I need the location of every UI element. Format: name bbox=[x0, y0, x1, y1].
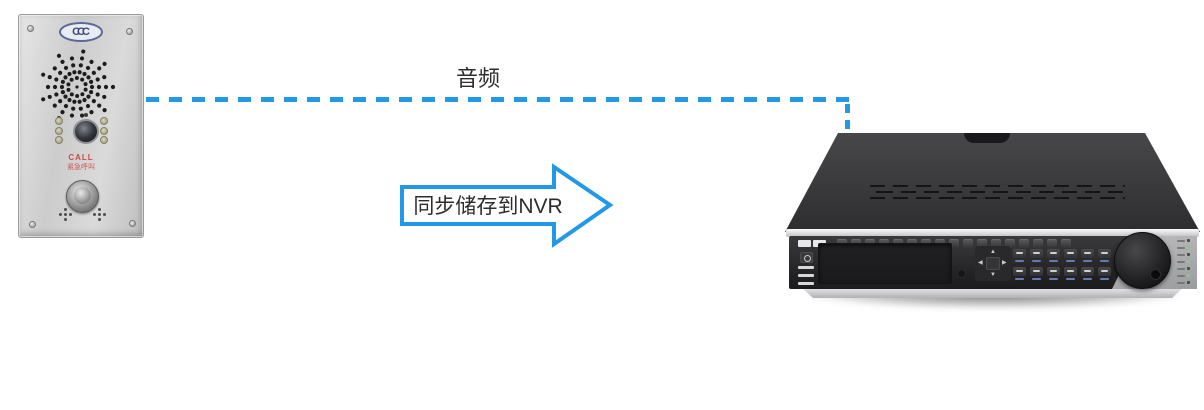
nvr-usb-slot bbox=[798, 274, 814, 277]
screw-icon bbox=[27, 25, 34, 32]
nvr-front-panel: ▲ ▼ ◀ ▶ bbox=[789, 232, 1197, 289]
nvr-vent-row bbox=[870, 197, 1125, 199]
screw-icon bbox=[29, 221, 36, 228]
nvr-function-button bbox=[1030, 267, 1043, 276]
nvr-dpad: ▲ ▼ ◀ ▶ bbox=[975, 246, 1011, 281]
nvr-usb-slot bbox=[798, 266, 814, 269]
pinhole-icon bbox=[84, 113, 88, 117]
screw-icon bbox=[129, 220, 136, 227]
nvr-button-caption bbox=[1083, 278, 1092, 280]
camera-led bbox=[100, 136, 108, 144]
nvr-button-caption bbox=[1049, 278, 1058, 280]
camera-led bbox=[100, 117, 108, 125]
camera-led bbox=[55, 127, 63, 135]
nvr-function-button bbox=[1098, 267, 1111, 276]
nvr-button-caption bbox=[1032, 278, 1041, 280]
nvr-function-button bbox=[1064, 267, 1077, 276]
nvr-top-cover bbox=[785, 133, 1200, 232]
nvr-front-button bbox=[963, 239, 973, 248]
dpad-left-icon: ◀ bbox=[978, 260, 983, 266]
nvr-handle-notch bbox=[964, 133, 1010, 143]
audio-connection-line-horizontal bbox=[146, 97, 850, 102]
nvr-button-caption bbox=[1032, 260, 1041, 262]
call-label: CALL bbox=[68, 153, 94, 162]
sync-arrow: 同步储存到NVR bbox=[400, 163, 614, 248]
nvr-led-indicator bbox=[1177, 244, 1190, 251]
nvr-front-button bbox=[1047, 239, 1057, 248]
camera-led bbox=[55, 136, 63, 144]
nvr-function-button bbox=[1098, 249, 1111, 258]
nvr-function-button bbox=[1030, 249, 1043, 258]
mic-hole-icon bbox=[64, 213, 67, 216]
nvr-button-caption bbox=[1083, 260, 1092, 262]
nvr-button-caption bbox=[1100, 260, 1109, 262]
nvr-front-button bbox=[977, 239, 987, 248]
nvr-function-button bbox=[1047, 249, 1060, 258]
nvr-usb-slot bbox=[798, 282, 814, 285]
nvr-function-button bbox=[1013, 267, 1026, 276]
nvr-button-caption bbox=[1049, 260, 1058, 262]
nvr-led-indicator bbox=[1177, 258, 1190, 265]
speaker-grille-icon bbox=[41, 49, 116, 125]
nvr-function-button-grid bbox=[1013, 247, 1117, 285]
nvr-led-indicator-column bbox=[1177, 237, 1190, 286]
nvr-front-button bbox=[1005, 239, 1015, 248]
intercom-panel: CCC CALL 紧急呼叫 bbox=[18, 14, 144, 238]
nvr-base bbox=[800, 286, 1185, 298]
audio-label: 音频 bbox=[455, 66, 500, 91]
nvr-ir-sensor bbox=[957, 269, 966, 278]
dpad-right-icon: ▶ bbox=[1002, 260, 1007, 266]
nvr-front-button bbox=[991, 239, 1001, 248]
call-button bbox=[66, 180, 99, 213]
nvr-led-indicator bbox=[1177, 279, 1190, 286]
nvr-led-indicator bbox=[1177, 265, 1190, 272]
camera-led bbox=[100, 127, 108, 135]
nvr-function-button bbox=[1064, 249, 1077, 258]
nvr-front-button bbox=[1061, 239, 1071, 248]
dpad-enter-button bbox=[986, 257, 1000, 270]
call-sublabel: 紧急呼叫 bbox=[67, 164, 95, 171]
nvr-led-indicator bbox=[1177, 251, 1190, 258]
camera-lens bbox=[73, 119, 99, 144]
nvr-power-button bbox=[800, 252, 813, 263]
nvr-led-indicator bbox=[1177, 237, 1190, 244]
nvr-button-caption bbox=[1015, 260, 1024, 262]
nvr-bevel-strip bbox=[786, 229, 1199, 237]
nvr-button-caption bbox=[1066, 260, 1075, 262]
nvr-function-button bbox=[1047, 267, 1060, 276]
nvr-vent-row bbox=[870, 185, 1125, 187]
nvr-vent-row bbox=[870, 191, 1125, 193]
sync-arrow-label: 同步储存到NVR bbox=[413, 195, 562, 218]
nvr-function-button bbox=[1081, 249, 1094, 258]
dpad-down-icon: ▼ bbox=[990, 272, 996, 278]
nvr-button-caption bbox=[1100, 278, 1109, 280]
dpad-up-icon: ▲ bbox=[990, 249, 996, 255]
audio-connection-line-vertical bbox=[845, 104, 850, 131]
nvr-disc-bay bbox=[818, 243, 952, 284]
screw-icon bbox=[126, 28, 133, 35]
nvr-front-button bbox=[949, 239, 959, 248]
camera-led bbox=[55, 117, 63, 125]
nvr-front-button bbox=[1033, 239, 1043, 248]
nvr-jog-dial bbox=[1114, 232, 1171, 289]
nvr-function-button bbox=[1013, 249, 1026, 258]
nvr-button-caption bbox=[1015, 278, 1024, 280]
mic-hole-icon bbox=[98, 213, 101, 216]
nvr-front-button bbox=[1019, 239, 1029, 248]
sync-arrow-shape bbox=[400, 163, 614, 248]
nvr-function-button bbox=[1081, 267, 1094, 276]
nvr-led-indicator bbox=[1177, 272, 1190, 279]
nvr-button-caption bbox=[1066, 278, 1075, 280]
nvr-device: ▲ ▼ ◀ ▶ bbox=[785, 130, 1200, 310]
ccc-cert-logo: CCC bbox=[59, 22, 103, 42]
